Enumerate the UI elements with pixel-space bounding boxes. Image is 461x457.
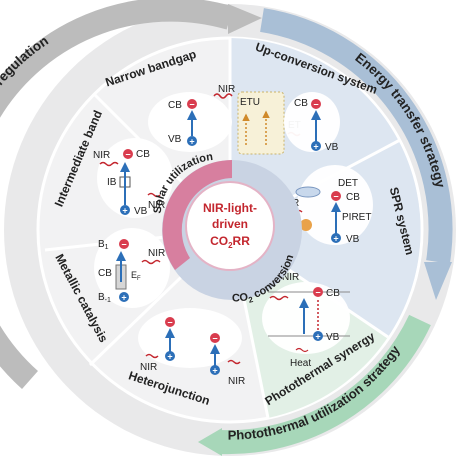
svg-text:PIRET: PIRET — [342, 212, 371, 223]
svg-text:B1: B1 — [98, 239, 109, 251]
bottom-arc-band — [219, 314, 431, 455]
svg-text:NIR: NIR — [282, 272, 299, 283]
svg-text:−: − — [333, 192, 338, 202]
svg-text:VB: VB — [346, 234, 360, 245]
nir-wave-icon — [147, 192, 161, 198]
svg-text:NIR: NIR — [218, 84, 235, 95]
electron-icon — [311, 99, 321, 109]
svg-text:+: + — [121, 293, 126, 303]
svg-text:−: − — [125, 150, 130, 160]
electron-icon — [331, 191, 341, 201]
nir-wave-icon — [213, 93, 233, 99]
right-arc-arrowhead — [424, 262, 452, 300]
nir-wave-icon — [269, 295, 289, 301]
svg-text:−: − — [315, 288, 320, 298]
center-title-line3: CO2RR — [210, 234, 250, 250]
plasmon-particle-icon — [300, 219, 312, 231]
bottom-arc-arrowhead — [198, 428, 222, 456]
svg-text:+: + — [315, 332, 320, 342]
electron-icon — [123, 149, 133, 159]
svg-text:−: − — [313, 100, 318, 110]
svg-text:VB: VB — [168, 134, 182, 145]
svg-text:ETU: ETU — [240, 97, 260, 108]
svg-text:−: − — [212, 334, 217, 344]
svg-text:Heat: Heat — [290, 358, 311, 369]
svg-text:NIR: NIR — [228, 376, 245, 387]
nir-wave-icon — [145, 353, 159, 359]
svg-text:CB: CB — [98, 268, 112, 279]
left-arc-arrowhead — [228, 4, 262, 34]
panel-narrow-bandgap: CB − VB + NIR — [148, 84, 235, 152]
hole-icon — [311, 141, 321, 151]
left-arc-band — [0, 0, 234, 389]
svg-text:+: + — [189, 137, 194, 147]
svg-text:+: + — [333, 234, 338, 244]
svg-text:CB: CB — [294, 98, 308, 109]
hole-icon — [119, 292, 129, 302]
svg-text:DET: DET — [338, 178, 358, 189]
hole-icon — [187, 136, 197, 146]
electron-icon — [210, 333, 220, 343]
svg-text:+: + — [167, 352, 172, 362]
svg-text:NIR: NIR — [148, 200, 165, 211]
svg-text:CB: CB — [346, 192, 360, 203]
nir-wave-icon — [227, 359, 241, 365]
panel-photothermal: NIR − CB + VB Heat — [262, 272, 350, 369]
nir-wave-icon — [141, 259, 161, 265]
panel-intermediate-band: − CB IB + VB NIR NIR — [93, 138, 173, 218]
center-title-line1: NIR-light- — [203, 201, 257, 215]
nir-wave-icon — [99, 161, 119, 167]
svg-text:+: + — [212, 366, 217, 376]
hole-icon — [331, 233, 341, 243]
svg-text:−: − — [121, 240, 126, 250]
svg-text:CB: CB — [168, 100, 182, 111]
panel-heterojunction: − + − + NIR NIR — [138, 308, 245, 387]
svg-text:CB: CB — [326, 288, 340, 299]
heat-wave-icon — [295, 347, 309, 353]
panel-upconversion: ETU ET CB − + VB — [237, 91, 340, 155]
center-disc — [185, 181, 275, 271]
svg-text:−: − — [167, 318, 172, 328]
svg-text:−: − — [189, 100, 194, 110]
svg-text:VB: VB — [134, 206, 148, 217]
svg-text:NIR: NIR — [140, 362, 157, 373]
svg-text:EF: EF — [131, 270, 141, 282]
svg-text:VB: VB — [325, 142, 339, 153]
hole-icon — [313, 331, 323, 341]
panel-metallic-catalysis: B1 − CB EF B-1 + NIR — [94, 228, 170, 308]
svg-text:B-1: B-1 — [98, 292, 111, 304]
electron-icon — [165, 317, 175, 327]
svg-text:NIR: NIR — [93, 150, 110, 161]
hole-icon — [210, 365, 220, 375]
hole-icon — [120, 205, 130, 215]
right-arc-band — [260, 8, 453, 264]
svg-text:NIR: NIR — [148, 248, 165, 259]
electron-icon — [313, 287, 323, 297]
svg-text:VB: VB — [326, 332, 340, 343]
svg-text:IB: IB — [107, 177, 117, 188]
svg-text:+: + — [122, 206, 127, 216]
solar-utilization-ring — [162, 160, 232, 270]
hole-icon — [165, 351, 175, 361]
electron-icon — [187, 99, 197, 109]
center-title-line2: driven — [212, 217, 248, 231]
svg-text:+: + — [313, 142, 318, 152]
svg-text:CB: CB — [136, 149, 150, 160]
electron-icon — [119, 239, 129, 249]
panel-spr: DET − CB PIRET + VB NIR — [282, 165, 373, 245]
